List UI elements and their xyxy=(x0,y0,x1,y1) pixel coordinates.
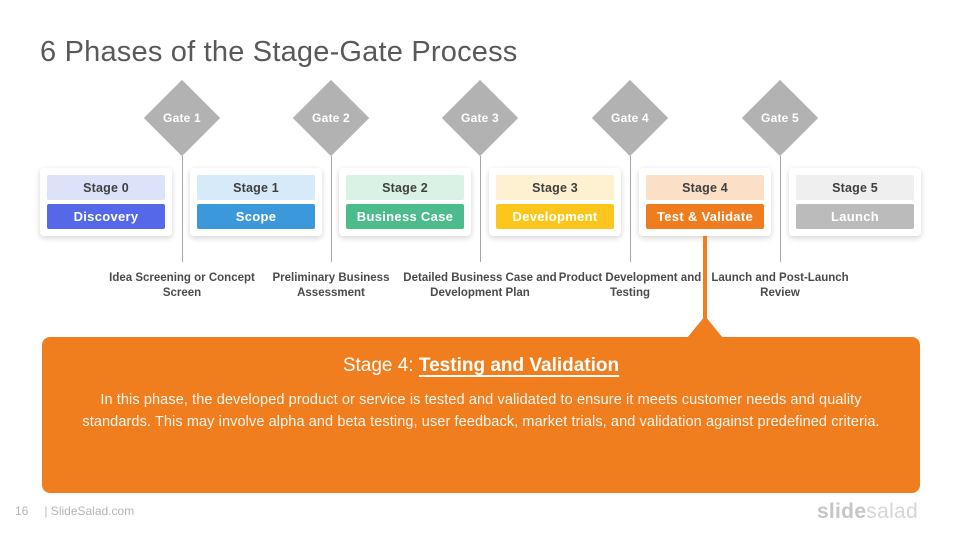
stage-card-2: Stage 2 Business Case xyxy=(339,168,471,236)
gate-5-label: Gate 5 xyxy=(761,111,799,125)
page-title: 6 Phases of the Stage-Gate Process xyxy=(40,36,518,68)
callout-pointer-icon xyxy=(687,316,723,338)
callout-body-text: In this phase, the developed product or … xyxy=(82,392,880,431)
stage-0-name: Discovery xyxy=(47,204,165,229)
gate-3-connector-line xyxy=(480,156,481,262)
gate-4-connector-line xyxy=(630,156,631,262)
footer: 16 | SlideSalad.com xyxy=(15,504,134,518)
gate-5: Gate 5 xyxy=(741,79,819,157)
gate-1-connector-line xyxy=(182,156,183,262)
stage-card-1: Stage 1 Scope xyxy=(190,168,322,236)
stage-2-label: Stage 2 xyxy=(346,175,464,200)
gate-3-label: Gate 3 xyxy=(461,111,499,125)
stage-4-callout: Stage 4: Testing and Validation In this … xyxy=(42,337,920,493)
gate-5-description: Launch and Post-Launch Review xyxy=(711,272,849,300)
stage-3-name: Development xyxy=(496,204,614,229)
site-label: | SlideSalad.com xyxy=(44,504,135,518)
stage-card-0: Stage 0 Discovery xyxy=(40,168,172,236)
gate-2-label: Gate 2 xyxy=(312,111,350,125)
gate-2: Gate 2 xyxy=(292,79,370,157)
callout-title: Stage 4: Testing and Validation xyxy=(42,355,920,377)
stage-4-callout-connector xyxy=(703,236,707,320)
stage-5-label: Stage 5 xyxy=(796,175,914,200)
stage-card-3: Stage 3 Development xyxy=(489,168,621,236)
gate-5-connector-line xyxy=(780,156,781,262)
logo-part-slide: slide xyxy=(816,500,867,523)
gate-4-description: Product Development and Testing xyxy=(558,272,702,300)
gate-2-connector-line xyxy=(331,156,332,262)
stage-5-name: Launch xyxy=(796,204,914,229)
gate-3: Gate 3 xyxy=(441,79,519,157)
gate-2-description: Preliminary Business Assessment xyxy=(272,272,390,300)
stage-2-name: Business Case xyxy=(346,204,464,229)
callout-title-prefix: Stage 4: xyxy=(342,355,419,376)
logo-part-salad: salad xyxy=(866,500,918,523)
stage-4-label: Stage 4 xyxy=(646,175,764,200)
gate-3-description: Detailed Business Case and Development P… xyxy=(403,272,557,300)
stage-4-name: Test & Validate xyxy=(646,204,764,229)
gate-4-label: Gate 4 xyxy=(611,111,649,125)
stage-1-label: Stage 1 xyxy=(197,175,315,200)
stage-0-label: Stage 0 xyxy=(47,175,165,200)
stage-3-label: Stage 3 xyxy=(496,175,614,200)
slidesalad-logo: slidesalad xyxy=(817,500,918,524)
stage-1-name: Scope xyxy=(197,204,315,229)
gate-1-description: Idea Screening or Concept Screen xyxy=(109,272,255,300)
gate-1-label: Gate 1 xyxy=(163,111,201,125)
gate-4: Gate 4 xyxy=(591,79,669,157)
stage-card-5: Stage 5 Launch xyxy=(789,168,921,236)
callout-title-emphasis: Testing and Validation xyxy=(418,355,620,376)
page-number: 16 xyxy=(15,504,29,518)
stage-card-4: Stage 4 Test & Validate xyxy=(639,168,771,236)
gate-1: Gate 1 xyxy=(143,79,221,157)
